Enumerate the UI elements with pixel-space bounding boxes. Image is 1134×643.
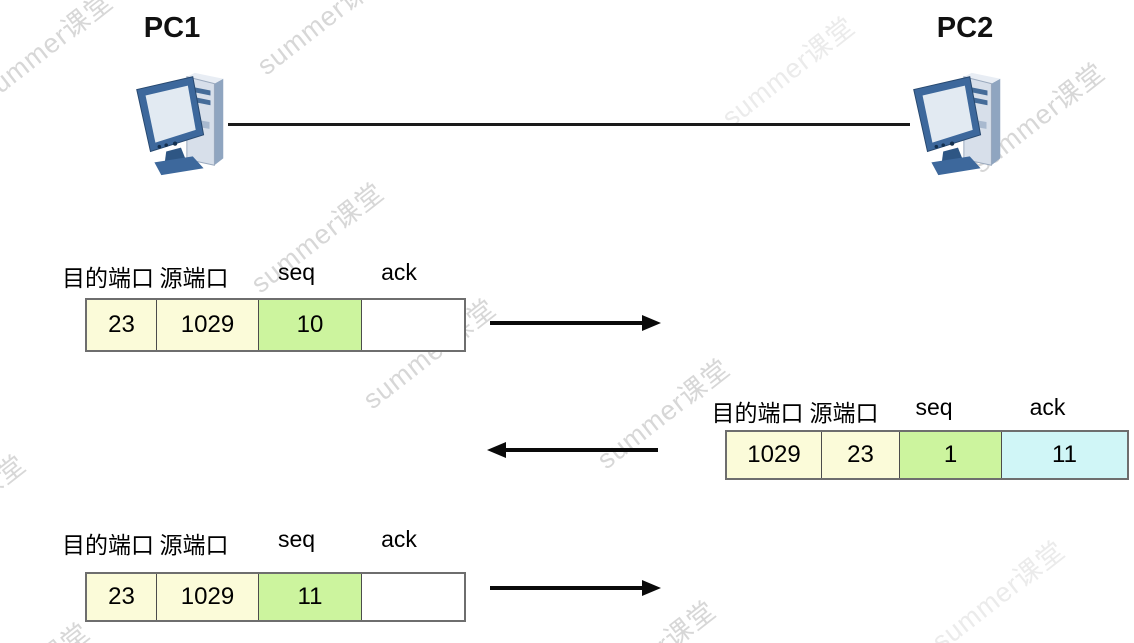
packet-2-table: 目的端口 源端口 seq ack 1029 23 1 11 (712, 394, 1129, 480)
packet-2-header-row: 目的端口 源端口 seq ack (710, 394, 1114, 430)
cell-ack (362, 300, 464, 350)
cell-src-port: 1029 (157, 300, 259, 350)
header-src-port: 源端口 (809, 400, 879, 426)
cell-dest-port: 23 (87, 574, 157, 620)
arrow-head-icon (642, 315, 661, 331)
header-dest-port: 目的端口 (62, 532, 154, 558)
packet-1-table: 目的端口 源端口 seq ack 23 1029 10 (62, 259, 466, 352)
watermark: summer课堂 (716, 11, 861, 133)
header-src-port: 源端口 (159, 532, 229, 558)
cell-seq: 1 (900, 432, 1002, 478)
pc2-label: PC2 (936, 12, 994, 44)
arrow-pc1-to-pc2-1 (490, 315, 661, 331)
cell-ack: 11 (1002, 432, 1127, 478)
pc1-label: PC1 (143, 12, 201, 44)
header-ack: ack (381, 526, 417, 552)
watermark: summer课堂 (251, 0, 396, 81)
network-link (228, 123, 910, 126)
header-src-port: 源端口 (159, 265, 229, 291)
cell-dest-port: 23 (87, 300, 157, 350)
watermark: summer课堂 (0, 612, 97, 643)
packet-2-cells: 1029 23 1 11 (725, 430, 1129, 480)
cell-src-port: 23 (822, 432, 900, 478)
cell-ack (362, 574, 464, 620)
header-dest-port: 目的端口 (711, 400, 804, 426)
watermark: summer课堂 (0, 0, 119, 108)
cell-seq: 10 (259, 300, 362, 350)
arrow-pc1-to-pc2-2 (490, 580, 661, 596)
watermark: summer课堂 (0, 449, 32, 571)
watermark: summer课堂 (573, 590, 723, 643)
header-dest-port: 目的端口 (62, 265, 154, 291)
packet-1-cells: 23 1029 10 (85, 298, 466, 352)
header-seq: seq (277, 259, 316, 285)
arrow-pc2-to-pc1 (487, 442, 658, 458)
header-ack: ack (1029, 394, 1066, 420)
packet-3-cells: 23 1029 11 (85, 572, 466, 622)
packet-3-header-row: 目的端口 源端口 seq ack (62, 526, 454, 572)
arrow-head-icon (642, 580, 661, 596)
cell-src-port: 1029 (157, 574, 259, 620)
cell-seq: 11 (259, 574, 362, 620)
watermark: summer课堂 (926, 535, 1071, 643)
header-ack: ack (381, 259, 417, 285)
pc1-computer-icon (136, 72, 224, 176)
arrow-head-icon (487, 442, 506, 458)
cell-dest-port: 1029 (727, 432, 822, 478)
packet-1-header-row: 目的端口 源端口 seq ack (62, 259, 454, 298)
pc2-computer-icon (913, 72, 1001, 176)
packet-3-table: 目的端口 源端口 seq ack 23 1029 11 (62, 526, 466, 622)
header-seq: seq (915, 394, 953, 420)
header-seq: seq (277, 526, 316, 552)
